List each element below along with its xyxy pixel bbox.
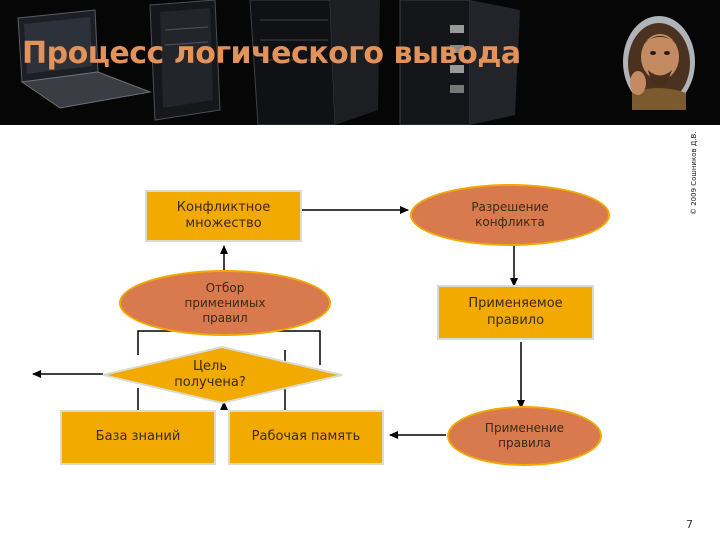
knowledge-base-box: База знаний [60,410,216,465]
server-rack-icon [249,0,380,125]
applied-rule-box: Применяемое правило [437,285,594,340]
conflict-resolution-oval: Разрешение конфликта [410,184,610,246]
working-memory-box: Рабочая память [228,410,384,465]
author-photo [623,16,695,110]
header-hardware-graphic [17,0,520,125]
server-tower-icon [149,0,221,121]
server-cabinet-icon [399,0,520,125]
header-banner: Процесс логического вывода [0,0,720,125]
page-number: 7 [686,518,693,531]
laptop-icon [17,9,152,109]
conflict-set-box: Конфликтное множество [145,190,302,242]
select-rules-oval: Отбор применимых правил [119,270,331,336]
slide-title: Процесс логического вывода [22,36,521,71]
goal-reached-diamond [102,345,343,405]
goal-reached-label: Цель получена? [174,358,246,390]
apply-rule-oval: Применение правила [447,406,602,466]
